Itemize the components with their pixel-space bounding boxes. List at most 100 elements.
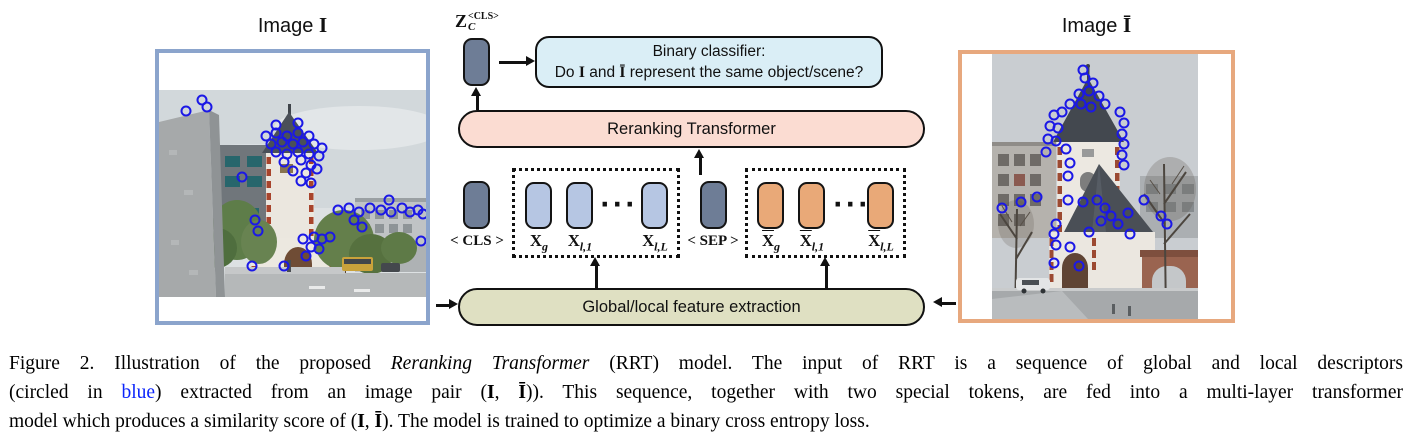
keypoint-circle: [292, 117, 304, 129]
keypoint-circle: [383, 194, 395, 206]
query-local-L-label: Xl,L: [642, 231, 668, 254]
keypoint-circle: [1048, 257, 1060, 269]
keypoint-circle: [1073, 88, 1085, 100]
query-local-L-label-main: X: [642, 231, 655, 250]
arrow-from-right-image-icon: [942, 302, 956, 305]
reference-global-label-sub: g: [773, 239, 780, 254]
keypoint-circle: [278, 260, 290, 272]
cls-output-symbol: Z: [455, 11, 468, 31]
keypoint-circle: [348, 214, 360, 226]
arrow-to-classifier-head-icon: [526, 56, 535, 66]
keypoint-circle: [305, 177, 317, 189]
keypoint-circle: [297, 136, 309, 148]
figure-caption: Figure 2. Illustration of the proposed R…: [0, 349, 1412, 436]
right-photo-keypoints: [992, 54, 1198, 319]
classifier-q-mid: and: [584, 64, 620, 81]
keypoint-circle: [1048, 228, 1060, 240]
cls-output-label: Z <CLS> C: [455, 12, 499, 33]
right-image-frame: [958, 50, 1235, 323]
query-global-token: [525, 182, 552, 229]
cls-output-subscript: C: [468, 21, 476, 33]
keypoint-circle: [303, 148, 315, 160]
keypoint-circle: [1050, 239, 1062, 251]
reference-global-label: Xg: [762, 231, 780, 254]
reference-global-label-main: X: [762, 231, 774, 250]
keypoint-circle: [1093, 90, 1105, 102]
keypoint-circle: [415, 235, 426, 247]
keypoint-circle: [313, 150, 325, 162]
caption-2g: )). This sequence, together with two spe…: [526, 382, 1403, 403]
query-local-token-L: [641, 182, 668, 229]
caption-3c: ,: [364, 411, 375, 432]
keypoint-circle: [996, 202, 1008, 214]
query-local-L-label-sub: l,L: [654, 239, 668, 254]
caption-2e: ,: [494, 382, 519, 403]
keypoint-circle: [332, 204, 344, 216]
keypoint-circle: [295, 175, 306, 187]
reference-local-token-L: [867, 182, 894, 229]
keypoint-circle: [1015, 196, 1027, 208]
reference-local-token-1: [798, 182, 825, 229]
keypoint-circle: [1118, 117, 1130, 129]
caption-2c: ) extracted from an image pair (: [155, 382, 488, 403]
keypoint-circle: [313, 243, 325, 255]
keypoint-circle: [1060, 143, 1072, 155]
reranking-transformer-box: Reranking Transformer: [458, 110, 925, 148]
keypoint-circle: [270, 146, 282, 158]
arrow-from-right-image-head-icon: [933, 297, 942, 307]
arrow-from-left-image-icon: [436, 304, 450, 307]
keypoint-circle: [1112, 218, 1124, 230]
arrow-to-cls-output-icon: [476, 95, 479, 110]
arrow-to-cls-output-head-icon: [471, 87, 481, 96]
keypoint-circle: [1105, 210, 1117, 222]
arrow-to-reference-group-head-icon: [820, 257, 830, 266]
reference-local-1-label-main: X: [799, 231, 812, 250]
arrow-to-reference-group-icon: [825, 265, 828, 288]
cls-output-token: [463, 38, 490, 86]
keypoint-circle: [276, 136, 288, 148]
caption-2a: (circled in: [9, 382, 122, 403]
arrow-to-classifier-icon: [499, 61, 526, 64]
arrow-to-query-group-head-icon: [590, 257, 600, 266]
keypoint-circle: [417, 208, 426, 220]
keypoint-circle: [1118, 138, 1130, 150]
feature-extraction-label: Global/local feature extraction: [582, 297, 801, 316]
reference-local-L-label-sub: l,L: [880, 239, 894, 254]
arrow-from-left-image-head-icon: [449, 299, 458, 309]
keypoint-circle: [1075, 98, 1087, 110]
left-image-label-text: Image: [257, 15, 319, 37]
query-descriptors-group: [512, 168, 680, 258]
left-image-symbol: I: [318, 13, 328, 37]
classifier-q-prefix: Do: [554, 64, 579, 81]
keypoint-circle: [297, 233, 309, 245]
sep-token-label: < SEP >: [687, 233, 739, 249]
sep-token: [700, 181, 727, 229]
cls-token: [463, 181, 490, 229]
keypoint-circle: [1064, 157, 1076, 169]
keypoint-circle: [287, 165, 298, 177]
keypoint-circle: [300, 167, 312, 179]
keypoint-circle: [324, 231, 336, 243]
right-image-label-text: Image: [1061, 15, 1123, 37]
caption-3b-math: I: [357, 411, 365, 432]
caption-3e: ). The model is trained to optimize a bi…: [382, 411, 870, 432]
classifier-q-img2: Ī: [619, 64, 626, 81]
keypoint-circle: [1114, 106, 1126, 118]
caption-3d-math: Ī: [374, 411, 383, 432]
query-global-label-main: X: [530, 231, 542, 250]
keypoint-circle: [1083, 226, 1095, 238]
feature-extraction-box: Global/local feature extraction: [458, 288, 925, 326]
keypoint-circle: [1099, 202, 1111, 214]
keypoint-circle: [295, 154, 306, 166]
keypoint-circle: [1161, 218, 1173, 230]
classifier-q-suffix: represent the same object/scene?: [625, 64, 864, 81]
right-image-label: Image Ī: [958, 13, 1235, 38]
keypoint-circle: [1122, 207, 1134, 219]
keypoint-circle: [1050, 218, 1062, 230]
classifier-line1: Binary classifier:: [652, 43, 766, 60]
keypoint-circle: [1052, 122, 1064, 134]
keypoint-circle: [252, 225, 264, 237]
right-photo: [992, 54, 1198, 319]
keypoint-circle: [364, 202, 376, 214]
keypoint-circle: [236, 171, 248, 183]
